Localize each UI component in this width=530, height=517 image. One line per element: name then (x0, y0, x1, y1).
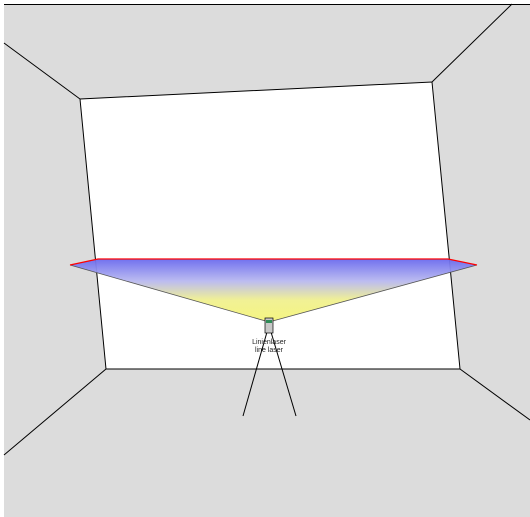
tripod-leg-right (270, 331, 297, 417)
device-label-line1: Linienlaser (252, 339, 287, 346)
laser-line-left-edge (69, 264, 270, 323)
laser-line-on-walls (69, 258, 478, 266)
laser-plane (70, 259, 477, 322)
edge-bottom-right (459, 368, 530, 421)
laser-line-right-edge (268, 264, 478, 323)
device-label-line2: line laser (255, 347, 284, 354)
line-laser-device-icon (264, 317, 274, 334)
edge-top-left (3, 42, 81, 100)
edge-top-right (431, 3, 513, 83)
tripod-leg-left (242, 331, 268, 417)
edge-bottom-left (3, 368, 107, 456)
